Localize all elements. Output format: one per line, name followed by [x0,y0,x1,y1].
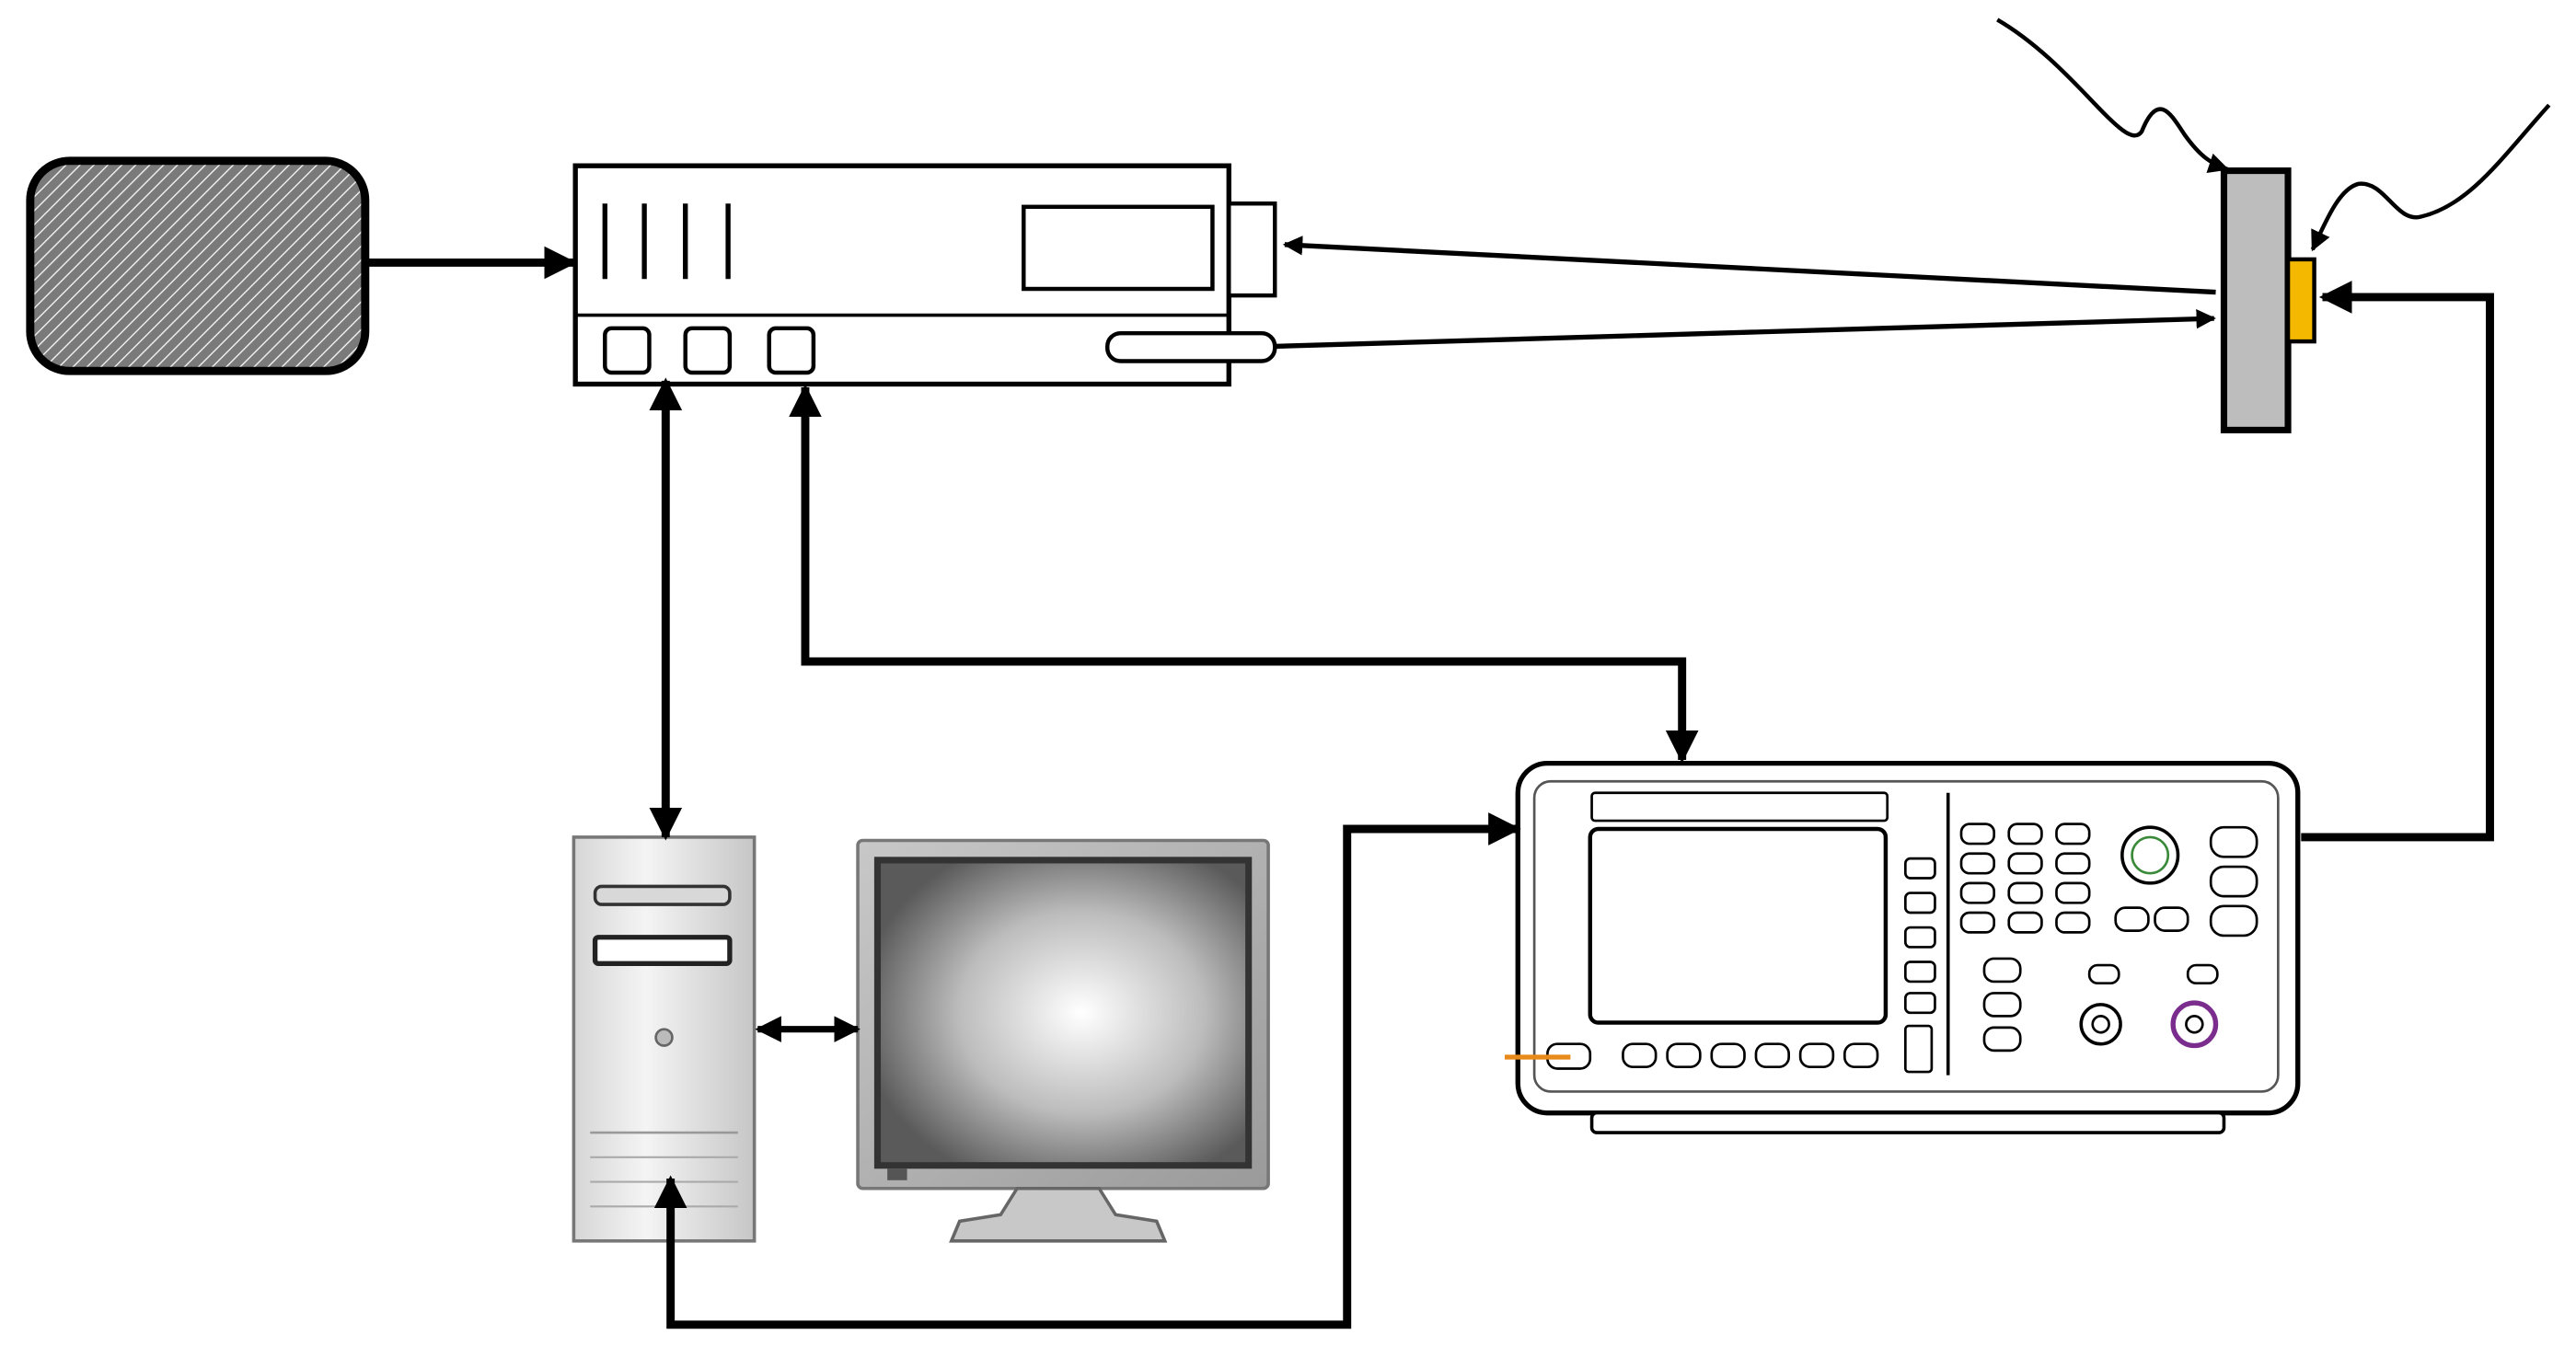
head-knob-2 [683,326,733,375]
head-optic-top [1227,201,1277,298]
wire-right [2310,103,2551,252]
pc-tower [572,835,757,1243]
beam-outgoing [1275,308,2216,350]
function-generator [1505,760,2301,1134]
fg-inner-frame [1532,779,2280,1093]
arrow-head-fg [789,384,1699,764]
wire-left [1996,17,2230,173]
tower-drive-2 [592,935,733,966]
source-box [26,156,370,375]
monitor-stand [949,1186,1168,1243]
laser-head [572,163,1277,387]
monitor-screen [873,857,1253,1169]
head-knob-1 [603,326,652,375]
sample-plate-icon [2220,167,2292,434]
fg-foot [1589,1110,2226,1134]
beam-return [1282,236,2216,295]
monitor [856,838,1270,1243]
fg-title-strip [1590,791,1889,823]
fg-screen [1588,826,1889,1025]
arrow-pc-fg [653,812,1521,1329]
arrow-fg-to-target [2301,281,2494,842]
head-knob-3 [767,326,816,375]
monitor-button [887,1168,907,1180]
amber-sensor [2285,257,2316,344]
connections [364,236,2494,1329]
fg-keypad [1959,823,2258,1053]
target-mount [2220,167,2316,434]
head-window [1022,204,1215,292]
tower-drive-1 [593,884,732,906]
usb-port [1904,1024,1934,1074]
head-optic-bottom [1105,330,1277,363]
hatched-box-icon [26,156,370,375]
tower-power-button [654,1028,674,1047]
